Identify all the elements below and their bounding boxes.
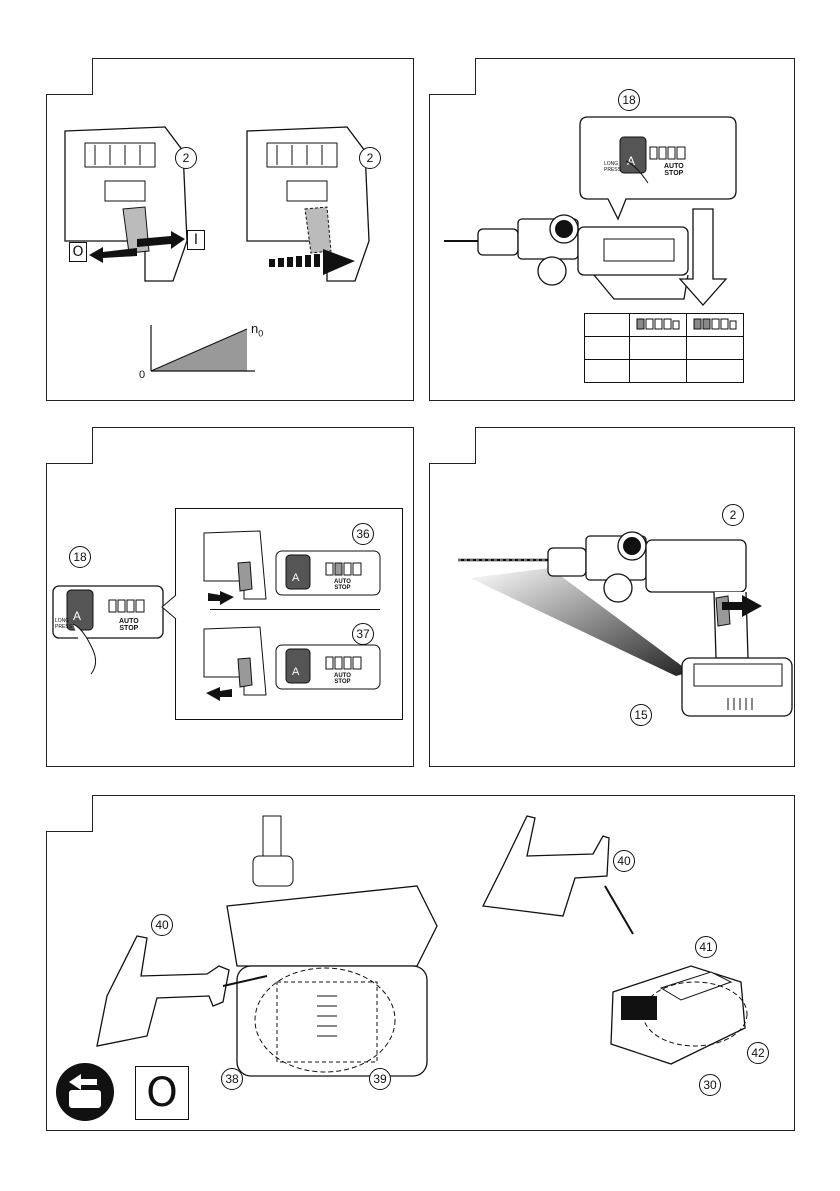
- svg-text:A: A: [292, 572, 300, 584]
- graph-max-label: n0: [251, 321, 263, 339]
- battery-indicator-icon: [687, 314, 744, 337]
- auto-stop-text-bottom: AUTO STOP: [334, 673, 351, 685]
- pointer-triangle: [162, 595, 176, 619]
- on-symbol: I: [187, 230, 205, 250]
- battery-level-table: [584, 313, 744, 383]
- callout-battery-terminal: 30: [699, 1074, 721, 1096]
- callout-mode-button: 18: [69, 546, 91, 568]
- callout-trigger-right: 2: [359, 147, 381, 169]
- table-header-row: [585, 314, 744, 337]
- arrow-right-icon: [137, 231, 185, 251]
- stop-text: STOP: [664, 170, 684, 177]
- callout-trigger-left: 2: [175, 147, 197, 169]
- table-cell: [585, 337, 630, 360]
- callout-blower-left: 40: [151, 914, 173, 936]
- stop-text: STOP: [119, 625, 139, 632]
- stop-text: STOP: [334, 679, 351, 685]
- divider: [210, 609, 380, 610]
- auto-text: AUTO: [664, 163, 684, 170]
- callout-indicator-on: 36: [352, 523, 374, 545]
- off-symbol-large: O: [135, 1066, 189, 1120]
- dashed-arrow-right-icon: [269, 249, 355, 275]
- trigger-pull-illustration: [204, 529, 270, 609]
- svg-text:A: A: [73, 609, 81, 623]
- press-text: PRESS: [604, 167, 621, 173]
- callout-work-light: 15: [630, 704, 652, 726]
- table-cell: [687, 360, 744, 383]
- control-panel-small: A: [276, 551, 380, 595]
- battery-indicator-icon: [630, 314, 687, 337]
- long-press-text: LONG PRESS: [604, 161, 621, 173]
- rotary-hammer-illustration: [444, 209, 694, 309]
- table-cell: [585, 360, 630, 383]
- callout-trigger: 2: [722, 504, 744, 526]
- callout-blower-right: 40: [613, 850, 635, 872]
- battery-pack: [601, 952, 751, 1072]
- panel-auto-stop-mode: A 18 LONG PRESS AUTO STOP: [429, 58, 795, 401]
- panel-tab: [46, 58, 93, 95]
- panel-tab: [429, 427, 476, 464]
- table-cell: [585, 314, 630, 337]
- panel-cleaning: 40 38 39 O 40 41 42 30: [46, 795, 795, 1131]
- table-cell: [630, 337, 687, 360]
- panel-auto-stop-indicator: A 18 LONG PRESS AUTO STOP A: [46, 427, 414, 767]
- callout-battery-side: 42: [747, 1042, 769, 1064]
- panel-tab: [46, 795, 93, 832]
- off-symbol: O: [69, 242, 87, 262]
- arrow-right-icon: [722, 595, 762, 617]
- callout-indicator-off: 37: [352, 623, 374, 645]
- down-arrow-icon: [680, 209, 726, 305]
- auto-stop-text: AUTO STOP: [119, 618, 139, 632]
- panel-tab: [46, 427, 93, 464]
- graph-max-sub: 0: [258, 329, 263, 339]
- rotary-hammer-with-bit: [458, 528, 778, 718]
- callout-battery-top: 41: [695, 936, 717, 958]
- stop-text: STOP: [334, 585, 351, 591]
- table-cell: [687, 337, 744, 360]
- panel-trigger-switch: 2 O I 2 0 n0: [46, 58, 414, 401]
- table-row: [585, 337, 744, 360]
- auto-text: AUTO: [119, 618, 139, 625]
- panel-work-light: 2 15: [429, 427, 795, 767]
- auto-stop-text: AUTO STOP: [664, 163, 684, 177]
- air-blower-left: [97, 936, 267, 1046]
- indicator-inset-box: A 36 AUTO STOP A 37 AUTO: [175, 508, 403, 720]
- press-text: PRESS: [55, 624, 72, 630]
- speed-graph: [143, 325, 255, 375]
- trigger-release-illustration: [204, 625, 270, 705]
- air-blower-right: [483, 816, 653, 956]
- arrow-left-icon: [89, 243, 139, 263]
- callout-vents-a: 38: [221, 1068, 243, 1090]
- table-cell: [630, 360, 687, 383]
- table-row: [585, 360, 744, 383]
- callout-mode-button: 18: [618, 89, 640, 111]
- callout-vents-b: 39: [369, 1068, 391, 1090]
- graph-origin-label: 0: [139, 369, 145, 381]
- remove-battery-icon: [55, 1062, 115, 1122]
- auto-stop-text-top: AUTO STOP: [334, 579, 351, 591]
- svg-text:A: A: [292, 666, 300, 678]
- panel-tab: [429, 58, 476, 95]
- control-panel-small: A: [276, 645, 380, 689]
- long-press-text: LONG PRESS: [55, 618, 72, 630]
